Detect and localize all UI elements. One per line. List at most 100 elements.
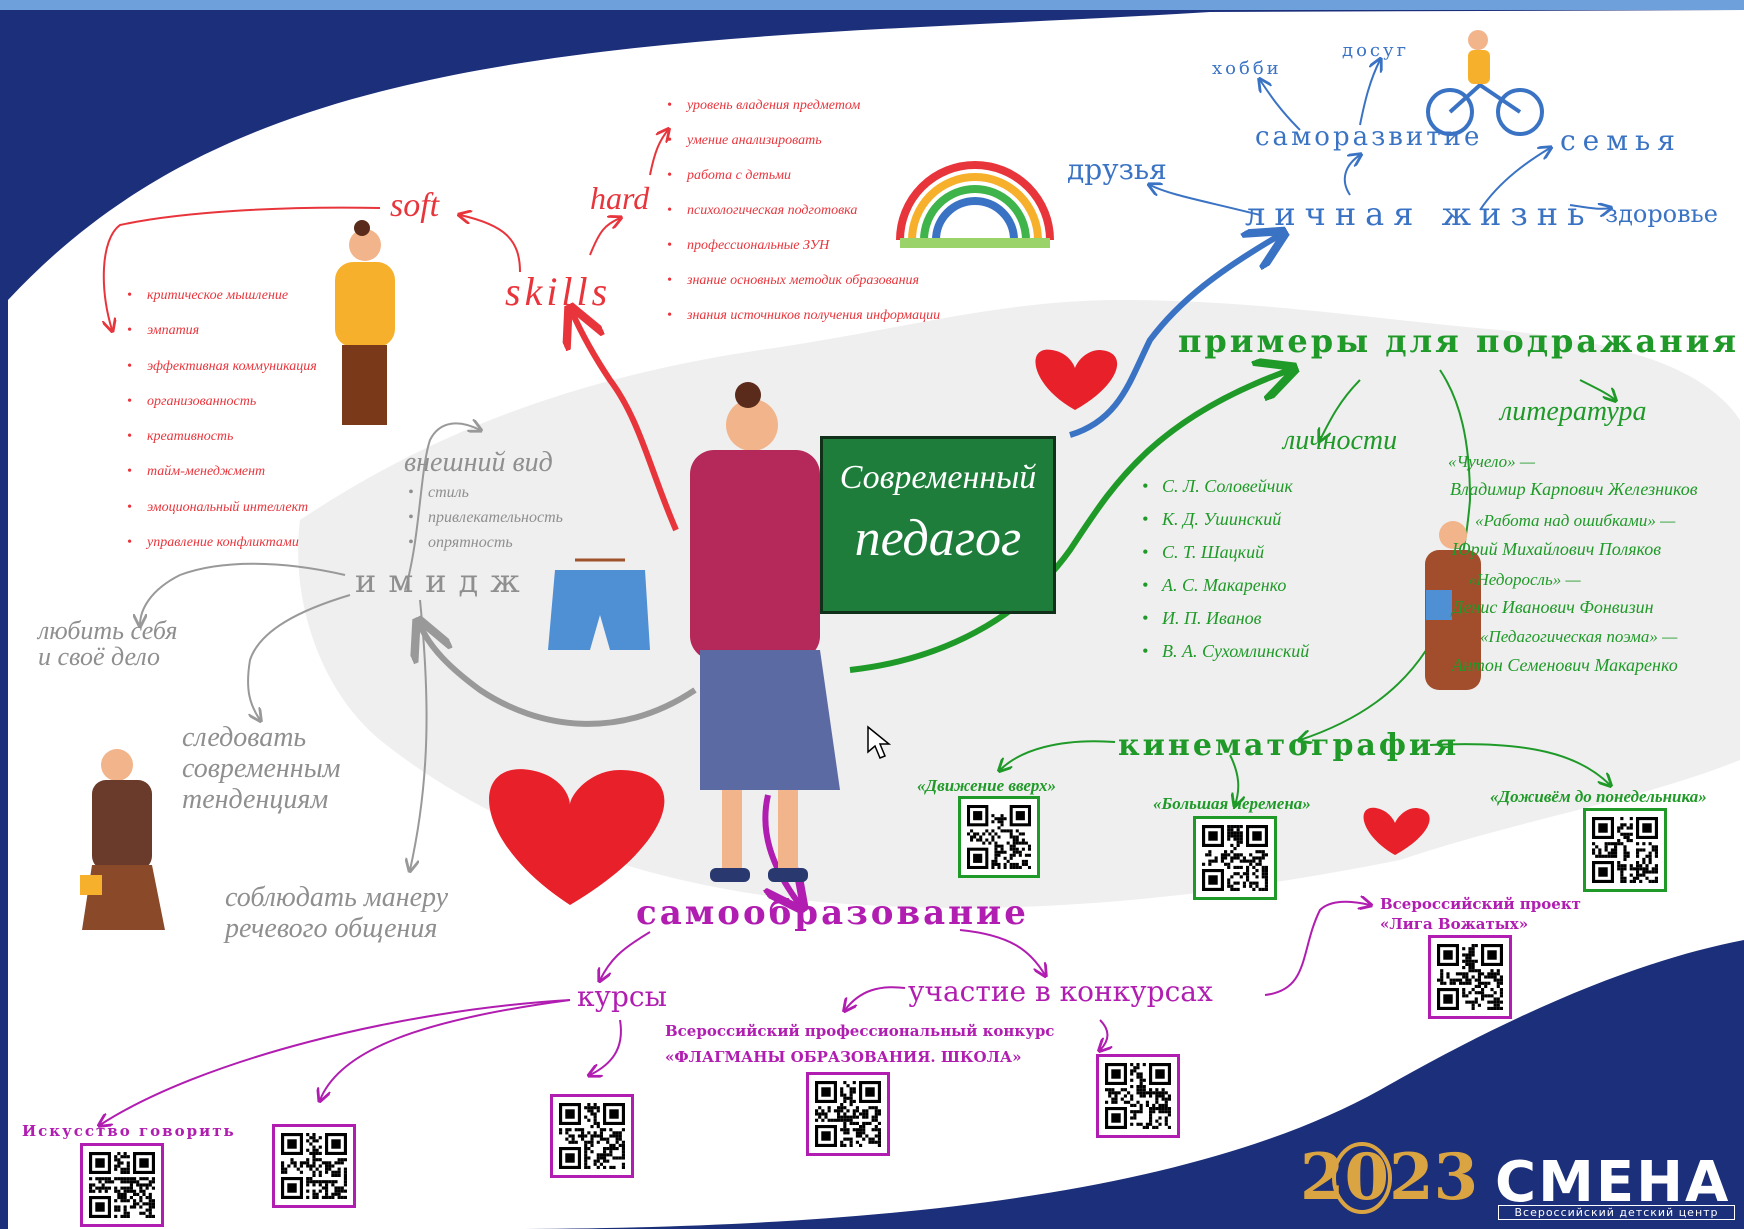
qr-code-contest-1: [806, 1072, 890, 1156]
soft-skill-item: эффективная коммуникация: [127, 349, 317, 385]
teacher-illustration: [690, 382, 840, 882]
literature-book: «Чучело» —: [1448, 452, 1535, 471]
person-item: К. Д. Ушинский: [1142, 503, 1309, 536]
heart-large-icon: [489, 769, 665, 905]
persons-label: личности: [1283, 425, 1398, 456]
literature-book: «Работа над ошибками» —: [1475, 511, 1676, 530]
love-yourself-text: любить себя и своё дело: [38, 616, 178, 671]
soft-skill-item: тайм-менеджмент: [127, 454, 317, 490]
hard-skill-item: знание основных методик образования: [667, 263, 940, 298]
soft-skills-list: критическое мышление эмпатия эффективная…: [127, 278, 317, 561]
center-chalkboard: Современный педагог: [820, 436, 1056, 614]
qr-code-icon: [1592, 817, 1658, 883]
woman-yellow-illustration: [335, 220, 395, 425]
literature-book: «Педагогическая поэма» —: [1480, 627, 1678, 646]
qr-code-icon: [559, 1103, 625, 1169]
friends-label: друзья: [1067, 153, 1167, 186]
qr-code-icon: [281, 1133, 347, 1199]
soft-skill-item: креативность: [127, 419, 317, 455]
soft-skill-item: эмоциональный интеллект: [127, 490, 317, 526]
person-item: С. Л. Соловейчик: [1142, 470, 1309, 503]
qr-code-icon: [89, 1152, 155, 1218]
qr-code-film-2: [1193, 816, 1277, 900]
person-item: С. Т. Шацкий: [1142, 536, 1309, 569]
contest-name-line2: «ФЛАГМАНЫ ОБРАЗОВАНИЯ. ШКОЛА»: [665, 1048, 1022, 1066]
qr-code-icon: [815, 1081, 881, 1147]
qr-code-icon: [1202, 825, 1268, 891]
literature-author: Владимир Карпович Железников: [1450, 479, 1698, 499]
film-title: «Доживём до понедельника»: [1490, 787, 1707, 806]
literature-label: литература: [1500, 396, 1647, 427]
qr-code-art-of-speech: [80, 1143, 164, 1227]
soft-skill-item: эмпатия: [127, 313, 317, 349]
year-logo: 2023: [1300, 1140, 1479, 1215]
hobby-label: хобби: [1212, 58, 1282, 79]
soft-skill-item: критическое мышление: [127, 278, 317, 314]
film-title: «Большая перемена»: [1153, 794, 1311, 813]
hard-skills-label: hard: [590, 180, 650, 216]
qr-code-film-1: [958, 796, 1040, 878]
person-item: И. П. Иванов: [1142, 602, 1309, 635]
qr-code-icon: [967, 805, 1031, 869]
film-title: «Движение вверх»: [917, 776, 1057, 795]
hard-skill-item: работа с детьми: [667, 158, 940, 193]
skills-title: skills: [505, 269, 612, 314]
center-title-line2: педагог: [854, 510, 1022, 567]
woman-phone-illustration: [80, 749, 165, 930]
soft-skill-item: управление конфликтами: [127, 525, 317, 561]
center-title-line1: Современный: [839, 459, 1037, 496]
literature-author: Антон Семенович Макаренко: [1452, 655, 1678, 675]
smena-logo-subtitle: Всероссийский детский центр: [1498, 1205, 1735, 1220]
project-name-line1: Всероссийский проект: [1380, 895, 1581, 913]
family-label: семья: [1560, 124, 1682, 157]
person-item: А. С. Макаренко: [1142, 569, 1309, 602]
qr-code-course-2: [550, 1094, 634, 1178]
appearance-item: опрятность: [408, 530, 563, 555]
literature-author: Юрий Михайлович Поляков: [1452, 539, 1662, 559]
leisure-label: досуг: [1342, 40, 1410, 61]
year-logo-emblem: [1332, 1142, 1392, 1214]
hard-skill-item: знания источников получения информации: [667, 298, 940, 333]
personal-life-title: личная жизнь: [1245, 195, 1594, 233]
soft-skills-label: soft: [390, 187, 440, 224]
shorts-illustration: [548, 558, 650, 650]
literature-author: Денис Иванович Фонвизин: [1452, 597, 1654, 617]
hard-skills-list: уровень владения предметом умение анализ…: [667, 88, 940, 333]
hard-skill-item: профессиональные ЗУН: [667, 228, 940, 263]
appearance-list: стиль привлекательность опрятность: [408, 480, 563, 555]
literature-book: «Недоросль» —: [1468, 570, 1581, 589]
qr-code-contest-2: [1096, 1054, 1180, 1138]
trends-text: следовать современным тенденциям: [182, 722, 341, 815]
heart-small-icon: [1363, 807, 1430, 855]
courses-label: курсы: [577, 980, 667, 1013]
examples-title: примеры для подражания: [1178, 322, 1739, 360]
cinema-label: кинематография: [1118, 728, 1460, 763]
speech-manner-text: соблюдать манеру речевого общения: [225, 882, 449, 944]
mouse-cursor: [867, 725, 892, 759]
qr-code-course-1: [272, 1124, 356, 1208]
hard-skill-item: уровень владения предметом: [667, 88, 940, 123]
person-item: В. А. Сухомлинский: [1142, 635, 1309, 668]
health-label: здоровье: [1605, 200, 1718, 228]
qr-code-icon: [1437, 944, 1503, 1010]
woman-green-illustration: [1425, 521, 1481, 690]
contest-name-line1: Всероссийский профессиональный конкурс: [665, 1022, 1055, 1040]
heart-icon: [1035, 349, 1118, 410]
hard-skill-item: умение анализировать: [667, 123, 940, 158]
appearance-item: стиль: [408, 480, 563, 505]
art-of-speech-label: Искусство говорить: [22, 1122, 236, 1140]
qr-code-project: [1428, 935, 1512, 1019]
hard-skill-item: психологическая подготовка: [667, 193, 940, 228]
self-development-label: саморазвитие: [1255, 122, 1483, 152]
contests-label: участие в конкурсах: [908, 975, 1213, 1008]
qr-code-film-3: [1583, 808, 1667, 892]
cyclist-illustration: [1426, 30, 1544, 136]
self-education-title: самообразование: [636, 893, 1029, 933]
project-name-line2: «Лига Вожатых»: [1380, 915, 1529, 933]
appearance-label: внешний вид: [404, 447, 553, 478]
qr-code-icon: [1105, 1063, 1171, 1129]
soft-skill-item: организованность: [127, 384, 317, 420]
appearance-item: привлекательность: [408, 505, 563, 530]
smena-logo: СМЕНА: [1495, 1150, 1731, 1215]
